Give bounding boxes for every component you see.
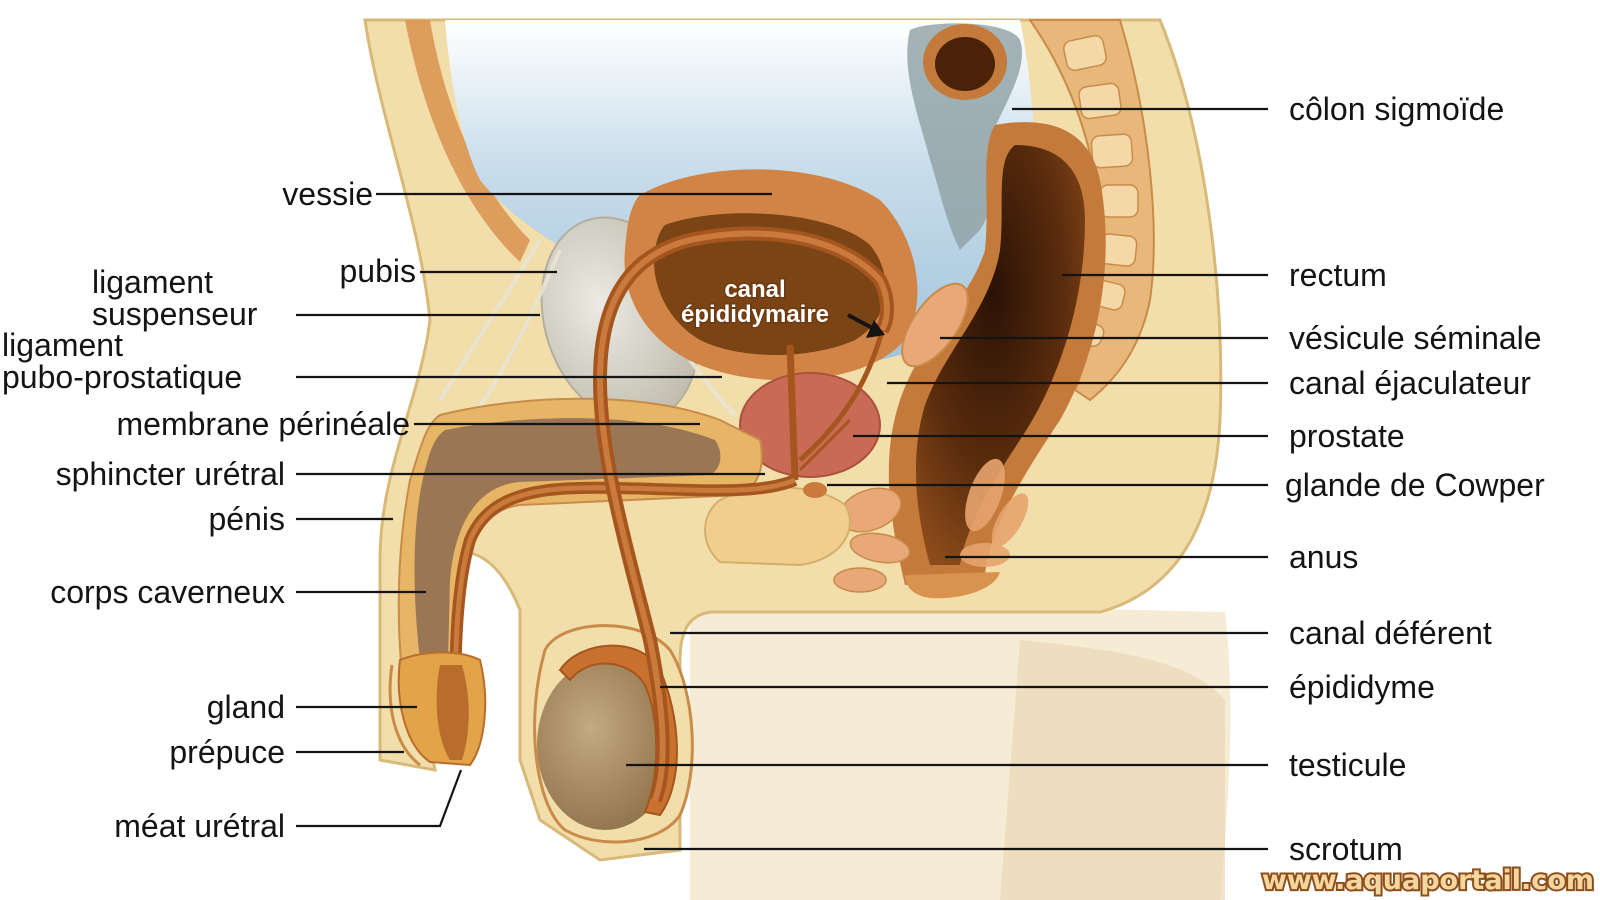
- sigmoid-colon-lumen: [935, 37, 995, 91]
- label-anus: anus: [1289, 539, 1358, 575]
- prostate-gland: [739, 372, 881, 478]
- cowper-gland: [803, 482, 827, 498]
- label-scrotum: scrotum: [1289, 831, 1403, 867]
- watermark: www.aquaportail.com: [1262, 865, 1594, 896]
- label-glande-cowper: glande de Cowper: [1285, 467, 1545, 503]
- label-epididyme: épididyme: [1289, 669, 1435, 705]
- label-ligament-suspenseur-line2: suspenseur: [92, 296, 258, 332]
- penile-urethra-highlight: [452, 477, 796, 746]
- label-colon-sigmoide: côlon sigmoïde: [1289, 91, 1504, 127]
- label-penis: pénis: [209, 501, 286, 537]
- glans-tip: [436, 665, 469, 760]
- anal-folds: [960, 458, 1029, 567]
- label-ligament-pubo-line1: ligament: [2, 327, 123, 363]
- corpus-cavernosum: [414, 418, 721, 660]
- epididymis: [558, 644, 678, 817]
- label-prepuce: prépuce: [169, 734, 285, 770]
- label-vesicule-seminale: vésicule séminale: [1289, 320, 1542, 356]
- canal-arrow-head: [866, 320, 885, 338]
- perineal-muscles: [833, 487, 911, 593]
- label-gland: gland: [207, 689, 285, 725]
- bulb-of-penis: [704, 486, 851, 567]
- label-rectum: rectum: [1289, 257, 1387, 293]
- label-testicule: testicule: [1289, 747, 1406, 783]
- sacrum: [1028, 19, 1155, 402]
- label-membrane-perineale: membrane périnéale: [117, 406, 411, 442]
- prostate-duct-branch: [798, 418, 852, 472]
- foreskin: [388, 664, 421, 767]
- label-ligament-suspenseur-line1: ligament: [92, 264, 213, 300]
- prostatic-urethra: [786, 344, 799, 481]
- ejaculatory-duct: [798, 319, 888, 462]
- ligament-fibres: [438, 238, 737, 422]
- vas-deferens-highlight: [596, 230, 890, 802]
- label-canal-epididymaire-line1: canal: [724, 276, 785, 303]
- label-vessie: vessie: [282, 176, 373, 212]
- label-pubis: pubis: [340, 253, 417, 289]
- label-canal-epididymaire: canal épididymaire: [679, 275, 830, 330]
- testis: [537, 660, 673, 830]
- label-canal-epididymaire-line2: épididymaire: [681, 301, 829, 328]
- label-prostate: prostate: [1289, 418, 1405, 454]
- label-corps-caverneux: corps caverneux: [50, 574, 285, 610]
- label-canal-deferent: canal déférent: [1289, 615, 1492, 651]
- anus-opening: [905, 572, 1000, 599]
- label-sphincter-uretral: sphincter urétral: [56, 456, 285, 492]
- thigh-shade: [1000, 640, 1225, 900]
- label-ligament-pubo-line2: pubo-prostatique: [2, 359, 242, 395]
- labels-right: côlon sigmoïde rectum vésicule séminale …: [1285, 91, 1545, 867]
- anatomy-illustration: [363, 18, 1231, 900]
- abdominal-wall: [405, 20, 530, 262]
- leader-lines: [296, 107, 1268, 851]
- rectum-lumen: [915, 145, 1085, 565]
- label-canal-ejaculateur: canal éjaculateur: [1289, 365, 1531, 401]
- label-meat-uretral: méat urétral: [114, 808, 285, 844]
- labels-left: vessie pubis ligament suspenseur ligamen…: [2, 176, 416, 844]
